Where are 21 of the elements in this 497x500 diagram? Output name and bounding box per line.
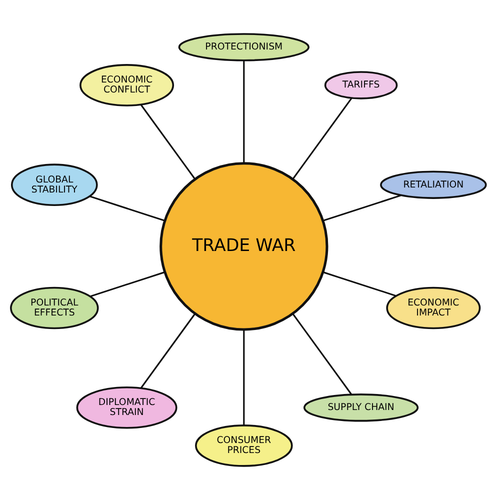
connector bbox=[89, 196, 165, 222]
node-ellipse: GLOBAL STABILITY bbox=[10, 164, 98, 206]
node-ellipse: POLITICAL EFFECTS bbox=[10, 286, 99, 330]
connector bbox=[292, 98, 352, 180]
node-ellipse: TARIFFS bbox=[324, 71, 398, 100]
node-ellipse: SUPPLY CHAIN bbox=[303, 394, 419, 422]
connector bbox=[90, 271, 165, 298]
connector bbox=[322, 194, 402, 222]
node-ellipse: RETALIATION bbox=[380, 170, 487, 199]
connector bbox=[322, 271, 396, 297]
node-ellipse: ECONOMIC IMPACT bbox=[386, 286, 481, 330]
node-ellipse: ECONOMIC CONFLICT bbox=[80, 64, 174, 106]
connector bbox=[140, 313, 196, 388]
node-ellipse: DIPLOMATIC STRAIN bbox=[76, 386, 178, 429]
connector bbox=[292, 313, 352, 395]
connector bbox=[243, 330, 245, 426]
node-ellipse: CONSUMER PRICES bbox=[195, 424, 293, 467]
connector bbox=[140, 104, 196, 180]
node-ellipse: PROTECTIONISM bbox=[178, 33, 310, 62]
node-circle: TRADE WAR bbox=[160, 162, 328, 331]
connector bbox=[243, 60, 245, 164]
